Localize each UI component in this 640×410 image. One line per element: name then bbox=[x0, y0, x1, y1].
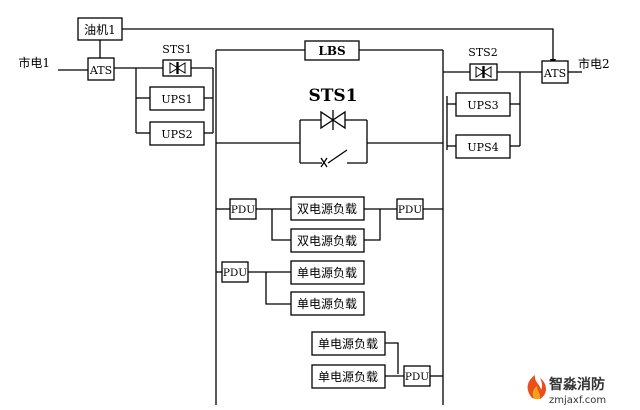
sts1-big-label: STS1 bbox=[308, 86, 357, 106]
wiring bbox=[58, 28, 582, 405]
pdu-1-box bbox=[229, 198, 257, 220]
dual-load-2-box bbox=[290, 228, 365, 253]
sts2-small-symbol bbox=[469, 63, 498, 81]
ups1-label: UPS1 bbox=[161, 93, 192, 106]
pdu-1-label: PDU bbox=[231, 204, 255, 216]
single-load-4-label: 单电源负载 bbox=[318, 370, 378, 384]
single-load-2-box bbox=[290, 291, 365, 316]
sts1-small-label: STS1 bbox=[162, 43, 191, 56]
component-boxes bbox=[77, 17, 569, 389]
watermark: 智淼消防 zmjaxf.com bbox=[527, 375, 606, 406]
ups2-label: UPS2 bbox=[161, 128, 192, 141]
ats-right-label: ATS bbox=[543, 67, 566, 80]
dual-load-1-label: 双电源负载 bbox=[297, 202, 357, 216]
dual-load-1-box bbox=[290, 196, 365, 221]
pdu3-to-single2 bbox=[265, 272, 291, 305]
single-load-3-label: 单电源负载 bbox=[318, 337, 378, 351]
ups3-label: UPS3 bbox=[467, 99, 498, 112]
pdu-3-label: PDU bbox=[223, 267, 247, 279]
watermark-brand: 智淼消防 bbox=[548, 376, 605, 393]
pdu-2-box bbox=[396, 198, 424, 220]
watermark-url: zmjaxf.com bbox=[549, 395, 606, 406]
bypass-switch-cross bbox=[320, 157, 328, 168]
pdu-2-label: PDU bbox=[398, 204, 422, 216]
lbs-label: LBS bbox=[318, 44, 345, 58]
ups2-box bbox=[149, 121, 205, 146]
ats-left-label: ATS bbox=[89, 64, 112, 77]
ups4-label: UPS4 bbox=[467, 141, 498, 154]
generator-feed-line bbox=[122, 28, 554, 64]
single-load-4-box bbox=[311, 364, 386, 389]
ups4-box bbox=[455, 134, 511, 159]
oil-generator-box bbox=[77, 17, 123, 41]
single-load-3-box bbox=[311, 331, 386, 356]
ats-left-box bbox=[87, 57, 115, 81]
ups3-box bbox=[455, 92, 511, 117]
pdu-3-box bbox=[221, 261, 249, 283]
lbs-box bbox=[304, 40, 360, 61]
ats-right-box bbox=[541, 60, 569, 84]
pdu-4-box bbox=[403, 365, 431, 387]
mains-1-label: 市电1 bbox=[18, 55, 50, 70]
single3-to-pdu4 bbox=[385, 342, 399, 374]
single-load-1-label: 单电源负载 bbox=[297, 266, 357, 280]
sts2-small-label: STS2 bbox=[468, 46, 497, 59]
pdu1-to-dual2 bbox=[271, 209, 291, 241]
sts1-small-symbol bbox=[162, 59, 192, 77]
oil-generator-label: 油机1 bbox=[84, 23, 116, 37]
labels: 油机1 市电1 市电2 ATS ATS STS1 STS2 LBS STS1 U… bbox=[18, 23, 609, 384]
sts1-big-symbol bbox=[318, 110, 346, 130]
ups1-box bbox=[149, 86, 205, 111]
single-load-1-box bbox=[290, 260, 365, 285]
dual-load-2-label: 双电源负载 bbox=[297, 234, 357, 248]
mains-2-label: 市电2 bbox=[578, 56, 610, 71]
pdu-4-label: PDU bbox=[405, 371, 429, 383]
flame-logo-icon bbox=[527, 375, 546, 399]
single-load-2-label: 单电源负载 bbox=[297, 297, 357, 311]
dual2-to-pdu2 bbox=[364, 209, 381, 241]
bypass-switch-blade bbox=[327, 149, 348, 164]
